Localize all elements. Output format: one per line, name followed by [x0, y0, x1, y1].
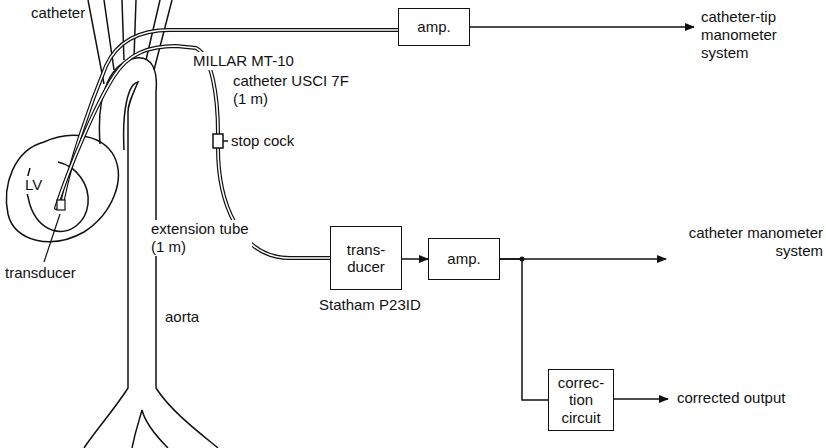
- part-label: catheter manometer system: [672, 224, 824, 260]
- artery-branch: [122, 0, 136, 60]
- box-label: amp.: [443, 247, 484, 270]
- artery-branch: [88, 0, 114, 84]
- signal-connector: [402, 258, 428, 260]
- output-line: [470, 26, 694, 28]
- part-label: LV: [24, 176, 43, 194]
- part-label: catheter USCI 7F (1 m): [232, 72, 354, 108]
- part-label: extension tube (1 m): [150, 220, 252, 256]
- output-line: [612, 398, 668, 400]
- output-line: [500, 258, 666, 260]
- part-label: Statham P23ID: [318, 296, 422, 314]
- part-label: catheter-tip manometer system: [700, 8, 826, 62]
- box-label: amp.: [413, 15, 454, 38]
- process-box: amp.: [398, 8, 470, 46]
- signal-connector: [500, 259, 548, 400]
- leader-line: [44, 214, 60, 262]
- process-box: correc- tion circuit: [548, 369, 614, 431]
- part-label: MILLAR MT-10: [192, 52, 295, 70]
- part-label: transducer: [4, 264, 77, 282]
- box-label: correc- tion circuit: [549, 371, 613, 429]
- process-box: trans- ducer: [330, 226, 402, 290]
- box-label: trans- ducer: [331, 238, 401, 279]
- catheter-tip-transducer: [57, 200, 65, 210]
- part-label: corrected output: [676, 389, 786, 407]
- artery-branch: [146, 0, 172, 70]
- stopcock: [213, 134, 223, 148]
- part-label: aorta: [164, 308, 200, 326]
- aorta-bifurcation: [132, 410, 168, 448]
- part-label: catheter: [30, 4, 86, 22]
- part-label: stop cock: [230, 132, 295, 150]
- process-box: amp.: [428, 238, 500, 280]
- aorta-wall: [84, 82, 138, 448]
